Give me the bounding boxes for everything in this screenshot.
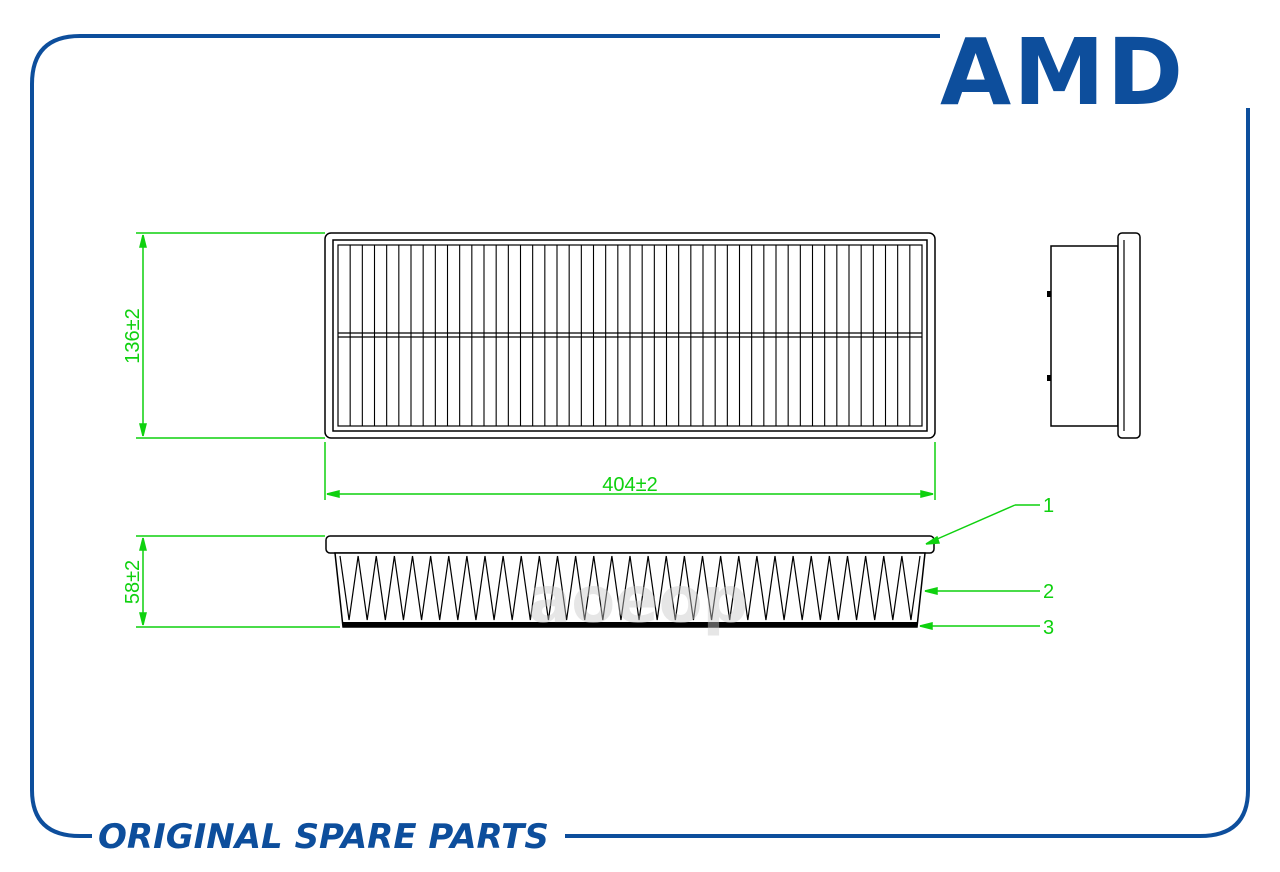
end-view-body: [1050, 245, 1119, 427]
end-view-flange: [1117, 232, 1141, 439]
footer-brand-text: ORIGINAL SPARE PARTS: [98, 817, 549, 857]
pleat-zigzag: [339, 555, 921, 621]
callout-leaders: [919, 504, 1040, 630]
end-view-clip-top: [1047, 291, 1051, 297]
end-view-clip-bottom: [1047, 375, 1051, 381]
end-view: [1047, 232, 1141, 439]
callout-1-label: 1: [1043, 495, 1054, 517]
top-view: [324, 232, 936, 439]
dimension-width-label: 404±2: [602, 474, 657, 496]
dimension-height: [136, 232, 325, 439]
brand-logo: AMD: [940, 19, 1185, 126]
dimension-height-label: 136±2: [122, 308, 144, 363]
front-view-pleats: [339, 555, 921, 621]
callout-3-label: 3: [1043, 617, 1054, 639]
outer-frame: [30, 34, 940, 838]
dimension-depth: [136, 535, 340, 628]
outer-frame-right: [565, 108, 1250, 838]
watermark: aoeop: [528, 564, 748, 638]
dimension-depth-label: 58±2: [122, 560, 144, 604]
front-view-gasket: [325, 535, 935, 554]
callout-2-label: 2: [1043, 581, 1054, 603]
front-view-bottom-strip: [343, 622, 917, 627]
top-view-pleats: [349, 245, 911, 426]
top-view-frame-inner: [332, 239, 928, 432]
dimension-width: [324, 442, 936, 500]
front-view: [325, 535, 935, 628]
